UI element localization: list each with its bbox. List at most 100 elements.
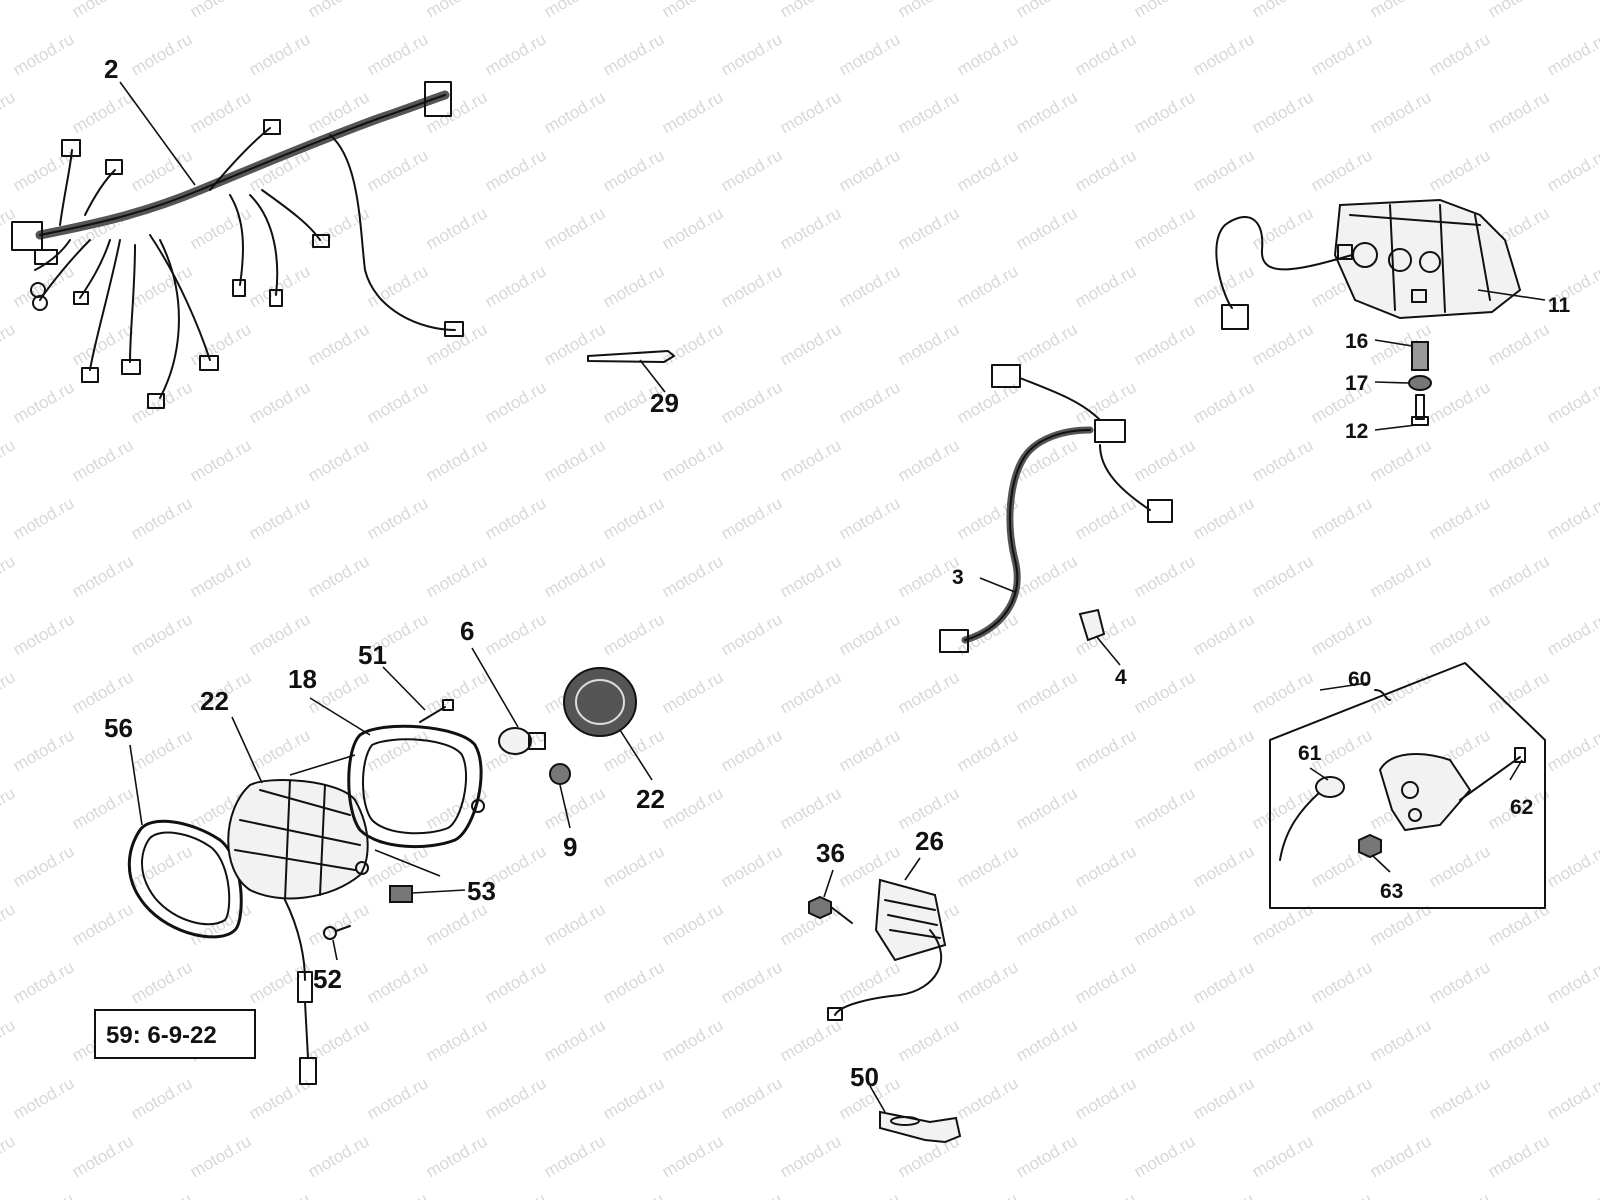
watermark-text: motod.ru	[600, 957, 668, 1007]
watermark-text: motod.ru	[187, 899, 255, 949]
watermark-text: motod.ru	[305, 899, 373, 949]
watermark-text: motod.ru	[1249, 203, 1317, 253]
watermark-text: motod.ru	[895, 1015, 963, 1065]
watermark-text: motod.ru	[423, 899, 491, 949]
watermark-text: motod.ru	[1190, 145, 1258, 195]
watermark-text: motod.ru	[10, 145, 78, 195]
callout-4: 4	[1115, 666, 1127, 689]
wire-clip	[1078, 608, 1106, 642]
callout-9: 9	[563, 832, 577, 862]
callout-63: 63	[1380, 880, 1403, 903]
watermark-text: motod.ru	[1131, 899, 1199, 949]
watermark-text: motod.ru	[1544, 493, 1600, 543]
watermark-text: motod.ru	[1485, 551, 1553, 601]
watermark-text: motod.ru	[128, 1189, 196, 1200]
callout-17: 17	[1345, 372, 1368, 395]
watermark-text: motod.ru	[0, 1131, 18, 1181]
watermark-text: motod.ru	[0, 667, 18, 717]
watermark-text: motod.ru	[954, 29, 1022, 79]
watermark-text: motod.ru	[128, 29, 196, 79]
callout-12: 12	[1345, 420, 1368, 443]
watermark-text: motod.ru	[10, 377, 78, 427]
watermark-text: motod.ru	[187, 0, 255, 21]
kit-note-text: 59: 6-9-22	[106, 1022, 217, 1049]
watermark-text: motod.ru	[10, 1189, 78, 1200]
watermark-text: motod.ru	[1249, 667, 1317, 717]
watermark-text: motod.ru	[423, 0, 491, 21]
callout-26: 26	[915, 826, 944, 856]
bracket-kit-parts	[1279, 747, 1526, 861]
watermark-text: motod.ru	[187, 87, 255, 137]
watermark-text: motod.ru	[1072, 1073, 1140, 1123]
watermark-text: motod.ru	[836, 493, 904, 543]
watermark-text: motod.ru	[777, 0, 845, 21]
watermark-text: motod.ru	[1072, 261, 1140, 311]
watermark-text: motod.ru	[364, 377, 432, 427]
watermark-text: motod.ru	[69, 551, 137, 601]
watermark-text: motod.ru	[69, 87, 137, 137]
watermark-text: motod.ru	[1131, 0, 1199, 21]
watermark-text: motod.ru	[954, 145, 1022, 195]
watermark-text: motod.ru	[718, 1073, 786, 1123]
watermark-text: motod.ru	[10, 1073, 78, 1123]
watermark-text: motod.ru	[836, 377, 904, 427]
watermark-text: motod.ru	[1131, 1015, 1199, 1065]
watermark-text: motod.ru	[246, 377, 314, 427]
watermark-text: motod.ru	[1426, 29, 1494, 79]
watermark-text: motod.ru	[246, 493, 314, 543]
watermark-text: motod.ru	[541, 551, 609, 601]
watermark-text: motod.ru	[423, 551, 491, 601]
watermark-text: motod.ru	[1190, 493, 1258, 543]
watermark-text: motod.ru	[1072, 1189, 1140, 1200]
watermark-text: motod.ru	[1249, 783, 1317, 833]
watermark-text: motod.ru	[1072, 29, 1140, 79]
watermark-text: motod.ru	[1190, 29, 1258, 79]
watermark-text: motod.ru	[1131, 1131, 1199, 1181]
watermark-text: motod.ru	[659, 203, 727, 253]
watermark-text: motod.ru	[1485, 899, 1553, 949]
watermark-text: motod.ru	[541, 1131, 609, 1181]
watermark-text: motod.ru	[1367, 1015, 1435, 1065]
watermark-text: motod.ru	[10, 841, 78, 891]
watermark-text: motod.ru	[1249, 899, 1317, 949]
watermark-text: motod.ru	[541, 0, 609, 21]
watermark-text: motod.ru	[659, 319, 727, 369]
watermark-text: motod.ru	[246, 1073, 314, 1123]
callout-52: 52	[313, 964, 342, 994]
watermark-text: motod.ru	[1190, 1189, 1258, 1200]
watermark-text: motod.ru	[777, 667, 845, 717]
watermark-text: motod.ru	[364, 261, 432, 311]
watermark-text: motod.ru	[1131, 435, 1199, 485]
callout-50: 50	[850, 1062, 879, 1092]
watermark-text: motod.ru	[1426, 493, 1494, 543]
callout-56: 56	[104, 713, 133, 743]
watermark-text: motod.ru	[128, 1073, 196, 1123]
watermark-text: motod.ru	[69, 435, 137, 485]
watermark-text: motod.ru	[895, 667, 963, 717]
watermark-text: motod.ru	[1544, 377, 1600, 427]
watermark-text: motod.ru	[659, 667, 727, 717]
watermark-text: motod.ru	[954, 261, 1022, 311]
callout-2: 2	[104, 54, 118, 84]
callout-18: 18	[288, 664, 317, 694]
watermark-text: motod.ru	[1013, 1131, 1081, 1181]
watermark-text: motod.ru	[777, 551, 845, 601]
watermark-text: motod.ru	[364, 841, 432, 891]
watermark-text: motod.ru	[10, 609, 78, 659]
watermark-text: motod.ru	[836, 1189, 904, 1200]
watermark-text: motod.ru	[718, 1189, 786, 1200]
watermark-text: motod.ru	[1072, 725, 1140, 775]
watermark-text: motod.ru	[1190, 377, 1258, 427]
watermark-text: motod.ru	[1544, 725, 1600, 775]
watermark-text: motod.ru	[1544, 957, 1600, 1007]
watermark-text: motod.ru	[128, 609, 196, 659]
watermark-text: motod.ru	[659, 435, 727, 485]
watermark-text: motod.ru	[364, 29, 432, 79]
watermark-text: motod.ru	[954, 957, 1022, 1007]
tail-light	[1215, 198, 1522, 330]
watermark-text: motod.ru	[1013, 783, 1081, 833]
watermark-text: motod.ru	[1426, 609, 1494, 659]
watermark-text: motod.ru	[600, 261, 668, 311]
watermark-text: motod.ru	[1013, 203, 1081, 253]
watermark-text: motod.ru	[246, 261, 314, 311]
